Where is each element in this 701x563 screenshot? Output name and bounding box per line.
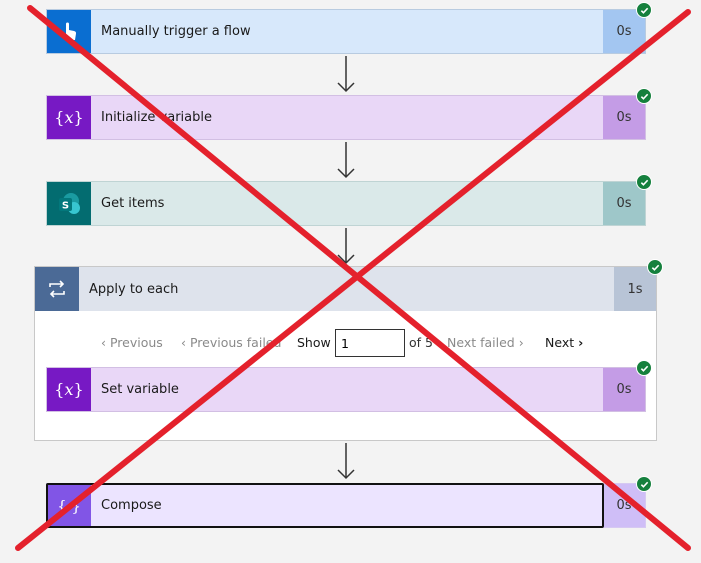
svg-text:S: S: [62, 200, 69, 211]
previous-label: Previous: [109, 335, 163, 350]
success-check-icon: [636, 174, 652, 190]
iteration-input[interactable]: [335, 329, 405, 357]
success-check-icon: [636, 2, 652, 18]
previous-button[interactable]: ‹ Previous: [101, 335, 163, 350]
step-label: Compose: [101, 498, 162, 513]
next-label: Next: [545, 335, 575, 350]
arrow-down-icon: [337, 443, 355, 480]
show-label: Show: [297, 335, 331, 350]
next-failed-button[interactable]: Next failed ›: [447, 335, 524, 350]
previous-failed-button[interactable]: ‹ Previous failed: [181, 335, 282, 350]
step-label: Initialize variable: [101, 110, 212, 125]
hand-touch-icon: [47, 10, 91, 53]
iteration-pager: ‹ Previous ‹ Previous failed Show of 5 N…: [35, 329, 656, 357]
loop-label: Apply to each: [89, 281, 179, 297]
next-button[interactable]: Next ›: [545, 335, 584, 350]
compose-step[interactable]: { } Compose 0s: [46, 483, 646, 528]
arrow-down-icon: [337, 56, 355, 93]
initialize-variable-step[interactable]: {x} Initialize variable 0s: [46, 95, 646, 140]
apply-to-each-header[interactable]: Apply to each 1s: [35, 267, 656, 311]
trigger-step[interactable]: Manually trigger a flow 0s: [46, 9, 646, 54]
step-label: Set variable: [101, 382, 179, 397]
set-variable-step[interactable]: {x} Set variable 0s: [46, 367, 646, 412]
sharepoint-icon: S: [47, 182, 91, 225]
step-label: Get items: [101, 196, 165, 211]
apply-to-each-container: Apply to each 1s ‹ Previous ‹ Previous f…: [34, 266, 657, 441]
arrow-down-icon: [337, 228, 355, 265]
variable-icon: {x}: [47, 96, 91, 139]
success-check-icon: [636, 476, 652, 492]
arrow-down-icon: [337, 142, 355, 179]
success-check-icon: [647, 259, 663, 275]
step-label: Manually trigger a flow: [101, 24, 251, 39]
previous-failed-label: Previous failed: [189, 335, 282, 350]
next-failed-label: Next failed: [447, 335, 515, 350]
variable-icon: {x}: [47, 368, 91, 411]
success-check-icon: [636, 360, 652, 376]
of-count-label: of 5: [409, 335, 433, 350]
get-items-step[interactable]: S Get items 0s: [46, 181, 646, 226]
compose-icon: { }: [47, 484, 91, 527]
loop-icon: [35, 267, 79, 311]
success-check-icon: [636, 88, 652, 104]
